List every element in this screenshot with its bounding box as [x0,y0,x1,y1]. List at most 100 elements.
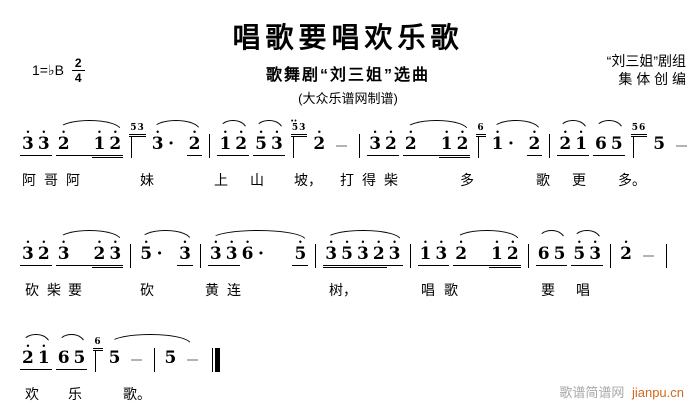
note-number: 1 [219,134,232,154]
note: •2 [526,128,543,156]
octave-dot: • [42,342,46,350]
slur-arc [404,120,469,130]
note: •5 [253,128,269,156]
octave-dot: • [183,238,187,246]
slur-arc [108,334,191,344]
note: •3 [587,238,604,266]
lyric-syllable: 歌。 [123,386,151,402]
note-number: 5 [653,134,666,154]
octave-dot: • [577,238,581,246]
lyric-syllable: 唱 [421,282,435,298]
note-group: •5·•3 [138,228,193,266]
note: •2 [107,128,124,158]
note: •2 [454,128,471,158]
note-number: 2 [559,134,572,154]
note-group: •5•3 [253,118,285,156]
octave-dot: • [42,238,46,246]
note: •2 [557,128,574,156]
note-number: 1 [93,134,106,154]
lyric-syllable: 砍 [140,282,154,298]
final-barline-thin [212,348,214,372]
octave-dot: • [26,238,30,246]
duration-dash [131,359,143,361]
note: •3 [354,238,371,268]
barline [610,244,612,268]
grace-note: 53 [129,118,146,158]
note: •2 [91,238,108,268]
grace-note-stem [292,137,294,158]
lyric-syllable: 树， [329,282,357,298]
grace-note-stem [632,137,634,158]
note: •2 [453,238,470,266]
note: •1 [489,238,505,268]
note: •3 [20,128,36,156]
octave-dot: • [42,128,46,136]
augmentation-dot: · [255,238,266,263]
note: •3 [20,238,36,266]
key-text: 1=♭B [32,62,64,78]
note: •1 [417,238,434,266]
grace-note: 56 [630,118,648,158]
note-number: 5 [164,348,177,368]
note-group: •2 [311,118,327,153]
duration-dash [187,359,199,361]
note-group: •1·•2 [490,118,543,156]
beam-spacer [71,238,92,266]
note: 5 [551,238,568,266]
note-number: · [168,134,175,154]
note-number: 3 [225,244,238,264]
beam-spacer [165,238,177,263]
note: •1 [490,128,506,153]
slur-arc [57,334,86,344]
credits: “刘三姐”剧组 集 体 创 编 [607,52,686,88]
note-number: 6 [57,348,70,368]
slur-arc [22,334,50,344]
slur-arc [325,230,401,240]
grace-note-numbers: 6 [93,337,103,351]
note: •1 [35,342,52,370]
time-signature-numerator: 2 [71,57,85,71]
note-number: 2 [37,244,50,264]
song-subtitle: 歌舞剧“刘三姐”选曲 [265,67,430,84]
slur-arc [255,120,283,130]
note: •2 [383,128,399,156]
beam-spacer [71,128,92,156]
lyric-syllable: 哥 [44,172,58,188]
note: •3 [323,238,340,268]
watermark-site-name: 歌谱简谱网 [559,385,625,400]
note-number: 3 [435,244,448,264]
lyrics-row: 砍柴要砍黄连树，唱歌要唱 [18,280,692,300]
note-group: •3•2 [367,118,399,156]
final-barline-thick [215,348,221,372]
lyric-syllable: 打 [340,172,354,188]
note-number: 1 [440,134,453,154]
beam-spacer [517,128,527,153]
note-number: 6 [241,244,254,264]
note-number: 1 [37,348,50,368]
octave-dot: • [245,238,250,246]
octave-dot: • [563,128,567,136]
note: •5 [138,238,154,263]
note-group: •3·•2 [150,118,203,156]
beam-spacer [418,128,439,156]
augmentation-dot: · [166,128,177,153]
note: •3 [207,238,224,266]
octave-dot: • [460,128,465,136]
note-group: •3•2 [20,228,52,266]
slur-arc [559,120,588,130]
lyric-syllable: 欢 [25,386,39,402]
note-number: 2 [57,134,70,154]
note-group: •3•3•6·•5 [207,228,309,266]
octave-dot: • [317,128,321,136]
octave-dot: • [532,128,537,136]
note-group: •2•1•2 [453,228,521,268]
note-number: 5 [553,244,566,264]
note: •5 [339,238,355,268]
note: •2 [20,342,36,370]
note-number: 5 [73,348,86,368]
note-group: •3•3 [20,118,52,156]
note: •2 [186,128,203,156]
